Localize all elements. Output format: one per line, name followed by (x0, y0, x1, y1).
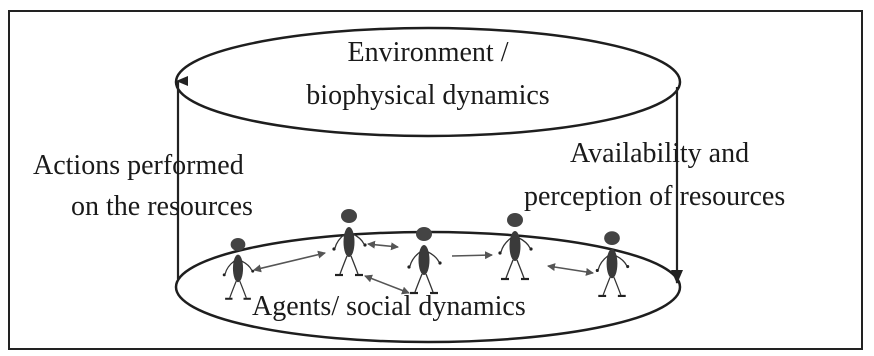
agent-figure (407, 227, 442, 295)
interaction-arrow (547, 263, 594, 276)
interaction-arrow (364, 274, 410, 295)
agent-figure (332, 209, 367, 277)
agent-figure (595, 231, 630, 298)
interaction-arrow (253, 250, 326, 273)
agent-figure (222, 238, 255, 300)
actions-label-line2: on the resources (71, 191, 253, 222)
interaction-arrow (451, 251, 493, 260)
interaction-arrows (253, 240, 594, 295)
agent-figure (498, 213, 533, 281)
availability-label-line2: perception of resources (524, 181, 786, 212)
actions-label-line1: Actions performed (33, 150, 244, 181)
environment-label-line2: biophysical dynamics (306, 80, 550, 111)
agents-ellipse (174, 230, 682, 344)
agent-figures (222, 209, 630, 300)
interaction-arrow (367, 240, 399, 251)
frame-border (8, 10, 863, 350)
agents-label: Agents/ social dynamics (252, 291, 526, 322)
environment-label-line1: Environment / (347, 37, 509, 68)
availability-label-line1: Availability and (570, 138, 750, 169)
